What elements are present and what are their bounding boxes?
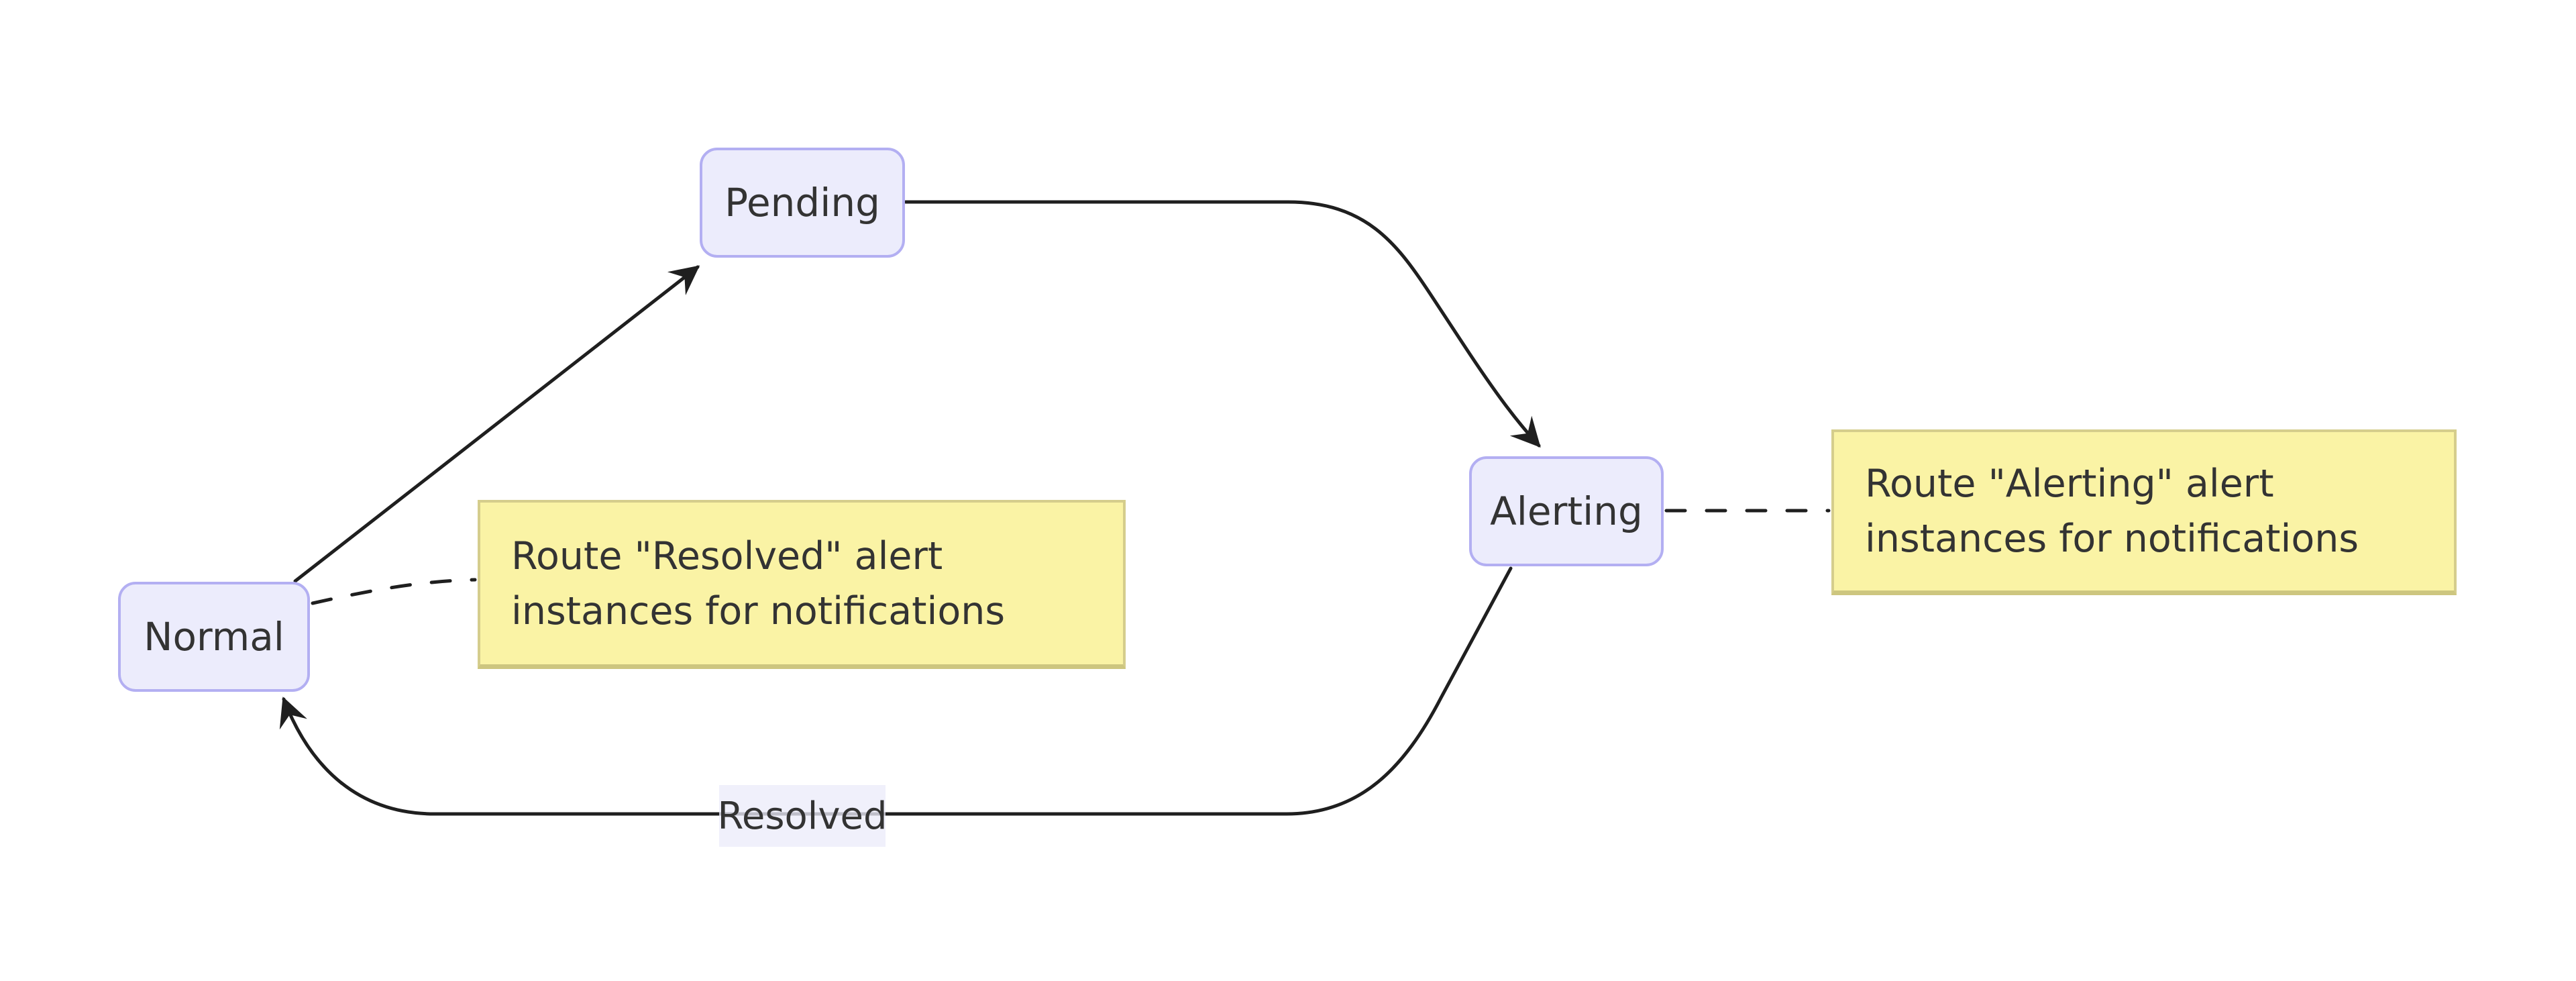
state-node-normal-label: Normal bbox=[144, 614, 284, 660]
note-resolved-text: Route "Resolved" alert instances for not… bbox=[511, 533, 1006, 633]
state-node-alerting-label: Alerting bbox=[1490, 488, 1643, 534]
note-alerting: Route "Alerting" alert instances for not… bbox=[1831, 429, 2457, 595]
edge-label-resolved-text: Resolved bbox=[717, 794, 888, 838]
edge-normal-to-resolved-note bbox=[311, 578, 477, 605]
note-alerting-text: Route "Alerting" alert instances for not… bbox=[1865, 462, 2359, 561]
state-node-alerting: Alerting bbox=[1469, 456, 1664, 566]
state-node-pending: Pending bbox=[700, 148, 905, 258]
state-node-pending-label: Pending bbox=[724, 180, 880, 225]
edge-alerting-to-normal-resolved bbox=[279, 566, 1513, 816]
note-resolved: Route "Resolved" alert instances for not… bbox=[478, 500, 1126, 669]
edge-normal-to-pending bbox=[293, 265, 700, 583]
edge-pending-to-alerting bbox=[904, 200, 1541, 448]
state-node-normal: Normal bbox=[118, 582, 310, 692]
edge-label-resolved: Resolved bbox=[717, 785, 888, 847]
